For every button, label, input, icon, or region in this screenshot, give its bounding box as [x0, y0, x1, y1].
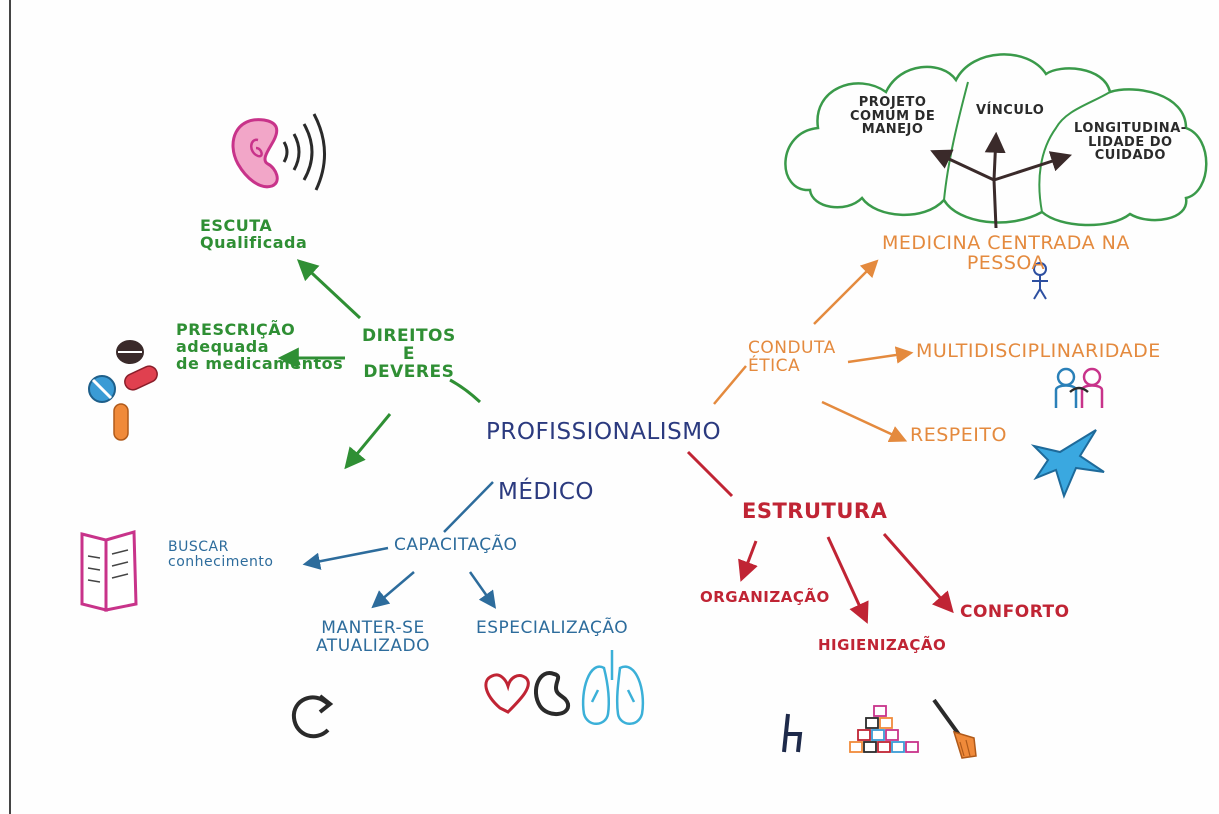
arrow-to-higienizacao: [826, 536, 869, 624]
conforto-label: CONFORTO: [960, 602, 1070, 622]
book-icon: [80, 530, 138, 612]
lungs-icon: [581, 650, 645, 725]
direitos-label: DIREITOS E DEVERES: [362, 326, 456, 382]
kidney-icon: [534, 671, 571, 716]
especializacao-label: ESPECIALIZAÇÃO: [476, 618, 629, 638]
bird-icon: [1030, 429, 1105, 499]
capacitacao-label: CAPACITAÇÃO: [394, 535, 518, 555]
ear-icon: [231, 113, 326, 191]
connector-center-capacitacao: [443, 481, 494, 533]
cloud-arrow-projeto: [930, 149, 995, 182]
arrow-to-conforto: [882, 533, 954, 614]
connector-center-estrutura: [686, 450, 734, 498]
people-icon: [1054, 367, 1104, 408]
center-title-line1: PROFISSIONALISMO: [486, 419, 722, 446]
cloud-projeto-label: PROJETO COMUM DE MANEJO: [850, 95, 936, 138]
medicina-label: MEDICINA CENTRADA NA PESSOA: [882, 232, 1130, 274]
escuta-label: ESCUTA Qualificada: [200, 216, 308, 252]
higienizacao-label: HIGIENIZAÇÃO: [818, 636, 947, 654]
arrow-to-escuta: [296, 259, 362, 320]
person-icon: [1032, 262, 1048, 300]
arrow-to-especializacao: [468, 571, 497, 609]
cloud-trunk: [992, 179, 998, 229]
organizacao-label: ORGANIZAÇÃO: [700, 588, 830, 606]
center-title-line2: MÉDICO: [498, 479, 595, 506]
connector-center-direitos: [449, 378, 482, 404]
center-title: PROFISSIONALISMO MÉDICO: [486, 396, 721, 529]
cloud-outline: [784, 53, 1208, 227]
arrow-to-medicina: [813, 259, 879, 325]
cloud-arrow-longitudinalidade: [993, 151, 1072, 182]
refresh-arrow-icon: [291, 694, 334, 739]
blocks-icon: [849, 705, 919, 753]
arrow-down-direitos: [344, 413, 392, 470]
chair-icon: [782, 713, 803, 753]
broom-icon: [932, 698, 977, 759]
respeito-label: RESPEITO: [910, 424, 1007, 446]
prescricao-label: PRESCRIÇÃO adequada de medicamentos: [176, 320, 344, 373]
arrow-to-manter: [371, 571, 415, 609]
connector-center-conduta: [713, 365, 747, 405]
arrow-to-organizacao: [738, 540, 758, 582]
arrow-to-respeito: [821, 400, 908, 443]
cloud-arrow-vinculo: [984, 131, 1006, 181]
estrutura-label: ESTRUTURA: [742, 499, 888, 523]
cloud-inner-divider-right: [1038, 91, 1111, 213]
cloud-inner-divider-left: [943, 81, 969, 201]
heart-icon: [484, 673, 530, 714]
cloud-longitudinalidade-label: LONGITUDINA- LIDADE DO CUIDADO: [1074, 121, 1187, 164]
arrow-to-buscar: [302, 546, 389, 570]
buscar-label: BUSCAR conhecimento: [168, 539, 274, 570]
arrow-to-multi: [847, 346, 914, 364]
pills-icon: [88, 340, 158, 441]
cloud-vinculo-label: VÍNCULO: [976, 103, 1045, 118]
multi-label: MULTIDISCIPLINARIDADE: [916, 340, 1161, 362]
manter-label: MANTER-SE ATUALIZADO: [316, 618, 430, 656]
conduta-label: CONDUTA ÉTICA: [748, 338, 836, 376]
